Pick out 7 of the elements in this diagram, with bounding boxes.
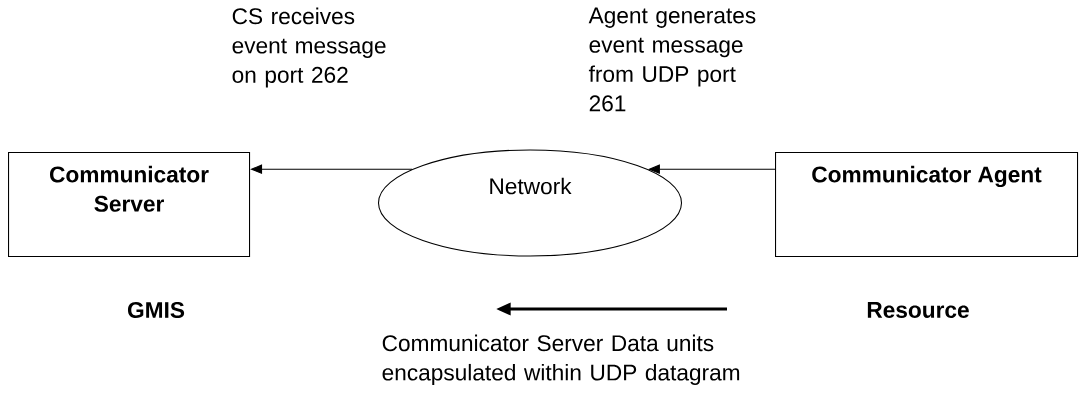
process-box: Communicator Server xyxy=(8,152,251,258)
note-text: Communicator Server Data units encapsulated within UDP datagram xyxy=(382,334,740,386)
process-box: Communicator Agent xyxy=(775,152,1079,258)
node-label: Resource xyxy=(867,302,969,318)
node-label: GMIS xyxy=(127,301,185,318)
note-text: CS receives event message on port 262 xyxy=(232,7,386,88)
note-text: Agent generates event message from UDP port 261 xyxy=(588,7,756,112)
